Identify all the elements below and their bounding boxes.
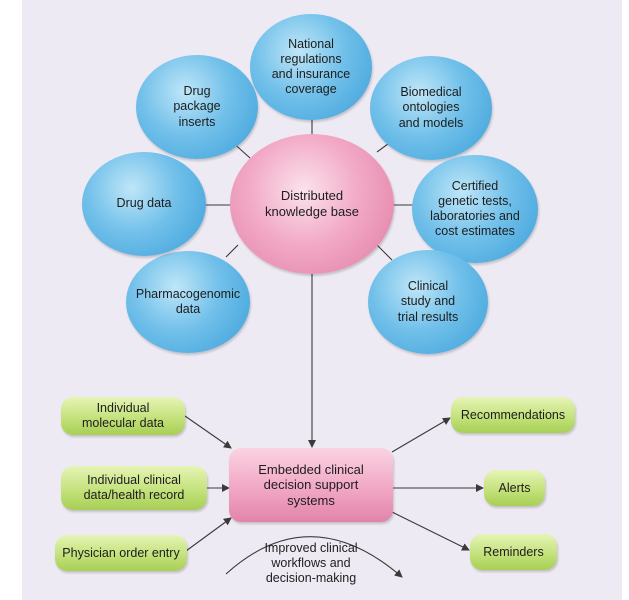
arrow-molecular-to-system (184, 415, 232, 449)
output-recommendations: Recommendations (451, 397, 575, 433)
output-reminders: Reminders (470, 534, 557, 570)
hub-distributed-knowledge-base: Distributed knowledge base (230, 134, 394, 274)
input-physician-order-entry: Physician order entry (55, 535, 187, 571)
arrow-system-to-reminders (391, 511, 470, 551)
outcome-caption: Improved clinical workflows and decision… (264, 541, 358, 585)
spoke-clinical-study (376, 244, 393, 261)
input-individual-molecular-data: Individual molecular data (61, 397, 185, 435)
source-pharmacogenomic-data: Pharmacogenomic data (126, 251, 250, 353)
source-drug-data: Drug data (82, 152, 206, 256)
source-national-regulations: National regulations and insurance cover… (250, 14, 372, 120)
source-certified-genetic-tests: Certified genetic tests, laboratories an… (412, 155, 538, 263)
arrow-system-to-recommendations (391, 417, 451, 453)
output-alerts: Alerts (484, 470, 545, 506)
source-clinical-study-results: Clinical study and trial results (368, 250, 488, 354)
embedded-clinical-decision-support: Embedded clinical decision support syste… (229, 448, 393, 522)
arrow-outcome-curve (225, 536, 403, 578)
source-biomedical-ontologies: Biomedical ontologies and models (370, 56, 492, 160)
source-drug-package-inserts: Drug package inserts (136, 55, 258, 159)
input-individual-clinical-data: Individual clinical data/health record (61, 466, 207, 510)
spoke-pharmacogenomic (225, 244, 239, 258)
arrow-order-entry-to-system (185, 517, 232, 552)
